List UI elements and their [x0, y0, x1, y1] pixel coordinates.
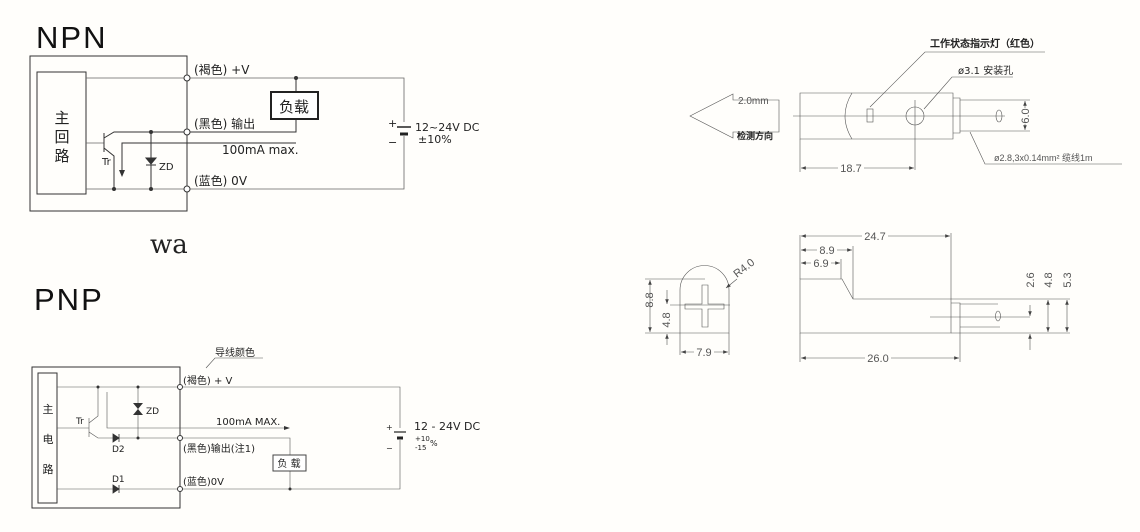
cable-side: [951, 298, 1070, 334]
pnp-current-arrow: [106, 392, 288, 429]
npn-transistor-icon: [103, 120, 297, 189]
pnp-tol-minus: -15: [415, 444, 426, 452]
pnp-sensor-box: [31, 366, 181, 509]
indicator-label: 工作状态指示灯（红色）: [930, 37, 1040, 50]
pnp-main-label-1: 主: [43, 403, 54, 416]
wire-color-note: 导线颜色: [215, 346, 255, 359]
cable-top: [953, 97, 1000, 134]
pnp-zd-label: ZD: [146, 407, 159, 417]
cable-label: ø2.8,3x0.14mm² 缆线1m: [994, 152, 1093, 163]
npn-wire-brown-label: (褐色) +V: [194, 62, 250, 77]
npn-main-label-3: 路: [54, 147, 69, 165]
dim-26-0: 26.0: [867, 353, 888, 365]
dim-8-9: 8.9: [819, 245, 834, 257]
pnp-tol-unit: %: [430, 439, 438, 448]
terminal-black: [183, 128, 191, 136]
sensor-body-front: [679, 265, 730, 334]
npn-zd-label: ZD: [159, 162, 174, 173]
pnp-wire-black-label: (黑色)输出(注1): [183, 442, 255, 455]
dim-7-9: 7.9: [696, 347, 711, 359]
pnp-tr-label: Tr: [75, 417, 84, 427]
d1-label: D1: [112, 475, 125, 485]
pnp-minus: −: [386, 444, 393, 453]
sensing-direction-label: 检测方向: [737, 130, 773, 142]
pnp-current-label: 100mA MAX.: [216, 417, 280, 428]
dim-6-9: 6.9: [813, 258, 828, 270]
pnp-wire-brown-label: (褐色) + V: [183, 374, 233, 387]
npn-tr-label: Tr: [101, 157, 112, 168]
side-view-drawing: 24.7 8.9 6.9 26.0 2.6 4.8 5.3: [799, 229, 1074, 365]
dim-4-8-side: 4.8: [1043, 272, 1055, 287]
npn-circuit: NPN 主 回 路 Tr ZD (褐色) +V (黑色) 输出 (蓝色) 0V …: [29, 20, 480, 212]
npn-minus: −: [388, 136, 397, 149]
pnp-plus: +: [386, 423, 393, 432]
dim-2-6: 2.6: [1025, 272, 1037, 287]
pnp-title: PNP: [34, 282, 104, 317]
pnp-supply-label: 12 - 24V DC: [414, 420, 480, 433]
npn-current-label: 100mA max.: [222, 143, 299, 157]
npn-wire-blue-label: (蓝色) 0V: [194, 174, 248, 188]
npn-tolerance-label: ±10%: [418, 133, 452, 146]
pnp-main-label-2: 电: [43, 433, 54, 446]
npn-title: NPN: [36, 20, 107, 55]
zener-diode-icon: [144, 157, 158, 166]
diode-d1-icon: [112, 484, 120, 494]
front-view-drawing: 8.8 4.8 7.9 R4.0: [644, 257, 757, 359]
dim-5-3: 5.3: [1062, 272, 1074, 287]
pnp-main-label-3: 路: [43, 463, 54, 476]
indicator-led: [866, 108, 874, 123]
dim-8-8: 8.8: [644, 292, 656, 307]
pnp-main-circuit-box: [37, 372, 58, 504]
pnp-circuit: PNP 导线颜色 主 电 路 Tr ZD D2 D1 (褐色) + V (黑色)…: [31, 282, 480, 509]
pnp-zener-icon: [133, 403, 143, 415]
dim-18-7: 18.7: [840, 163, 861, 175]
pnp-transistor-icon: [57, 387, 291, 489]
sensing-direction-arrow: [689, 93, 780, 139]
d2-label: D2: [112, 445, 125, 455]
npn-supply-wire: [86, 77, 405, 190]
npn-supply-label: 12~24V DC: [415, 121, 480, 134]
npn-load-box: [270, 91, 319, 120]
mount-hole-label: ø3.1 安装孔: [958, 64, 1013, 77]
dim-24-7: 24.7: [864, 231, 885, 243]
pnp-tol-plus: +10: [415, 435, 430, 443]
npn-load-label: 负载: [279, 98, 309, 116]
mount-hole: [905, 106, 925, 126]
pnp-load-box: [272, 454, 307, 472]
dim-6-0: 6.0: [1020, 108, 1032, 123]
dim-r4-0: R4.0: [731, 257, 757, 281]
cross-mark: [684, 284, 725, 328]
sensor-body-top: [799, 92, 954, 140]
dim-4-8-front: 4.8: [661, 312, 673, 327]
npn-main-circuit-box: [36, 71, 87, 195]
diode-d2-icon: [112, 433, 120, 443]
pnp-load-label: 负 载: [277, 457, 300, 470]
sensing-distance-label: 2.0mm: [738, 96, 769, 107]
terminal-blue: [183, 185, 191, 193]
npn-main-label-2: 回: [54, 128, 69, 146]
npn-wire-black-label: (黑色) 输出: [194, 116, 255, 131]
npn-plus: +: [388, 117, 397, 130]
sensor-body-side: [799, 278, 952, 334]
npn-main-label-1: 主: [54, 109, 69, 127]
top-view-drawing: 2.0mm 检测方向 工作状态指示灯（红色） ø3.1 安装孔 ø2.8,3x0…: [689, 37, 1122, 175]
watermark-text: wa: [150, 230, 188, 260]
npn-current-arrow: [121, 142, 296, 172]
terminal-brown: [183, 74, 191, 82]
pnp-wire-blue-label: (蓝色)0V: [183, 475, 224, 488]
